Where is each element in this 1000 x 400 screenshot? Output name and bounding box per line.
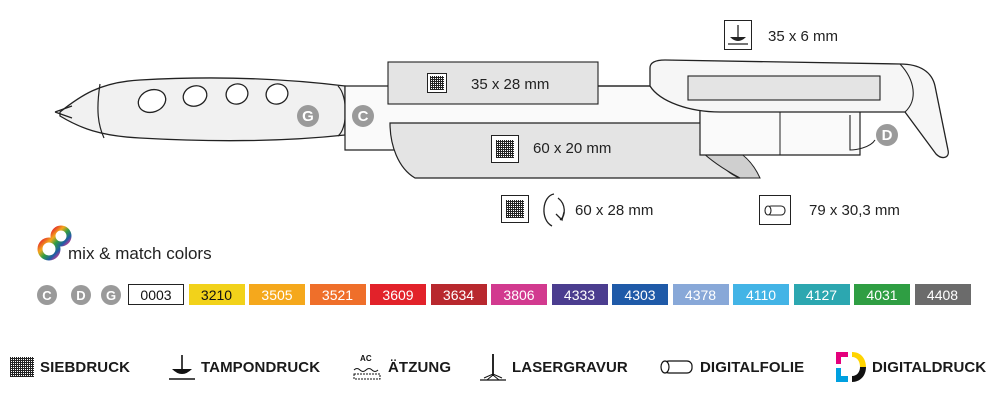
method-label: DIGITALDRUCK [872, 358, 987, 376]
screen-print-icon [8, 355, 36, 379]
laser-icon [480, 354, 506, 381]
color-swatch-4127: 4127 [793, 284, 850, 305]
barrel-dimension: 60 x 20 mm [533, 140, 612, 157]
rotation-icon [543, 193, 565, 227]
method-tampondruck: TAMPONDRUCK [167, 352, 320, 382]
digital-print-icon [836, 352, 866, 382]
top-panel-dimension: 35 x 28 mm [471, 76, 550, 93]
method-siebdruck: SIEBDRUCK [8, 352, 130, 382]
legend-badge-d: D [71, 285, 91, 305]
method-label: ÄTZUNG [388, 358, 452, 376]
method-label: LASERGRAVUR [512, 358, 628, 376]
etching-icon: AC [353, 354, 381, 380]
method-digitaldruck: DIGITALDRUCK [834, 352, 986, 382]
etching-icon-text: AC [360, 354, 372, 363]
color-swatch-4333: 4333 [551, 284, 608, 305]
color-swatch-3505: 3505 [249, 284, 305, 305]
color-swatch-3521: 3521 [309, 284, 366, 305]
badge-grip: G [297, 105, 319, 127]
color-swatch-4378: 4378 [672, 284, 729, 305]
color-swatch-0003: 0003 [128, 284, 184, 305]
screen-print-icon [427, 73, 447, 93]
top-print-area [387, 61, 599, 105]
pad-print-icon [724, 20, 752, 50]
method-label: DIGITALFOLIE [700, 358, 805, 376]
color-swatch-4408: 4408 [914, 284, 971, 305]
method-label: TAMPONDRUCK [201, 358, 321, 376]
legend-badge-c: C [37, 285, 57, 305]
legend-badge-g: G [101, 285, 121, 305]
foil-dimension: 79 x 30,3 mm [809, 202, 900, 219]
screen-print-icon [491, 135, 519, 163]
rotation-dimension: 60 x 28 mm [575, 202, 654, 219]
pad-dimension: 35 x 6 mm [768, 28, 839, 45]
method-label: SIEBDRUCK [40, 358, 131, 376]
color-swatch-3806: 3806 [491, 284, 547, 305]
digital-foil-icon [759, 195, 791, 225]
mix-match-label: mix & match colors [68, 244, 212, 263]
badge-clip: D [876, 124, 898, 146]
color-swatch-4031: 4031 [854, 284, 910, 305]
digital-foil-icon [660, 360, 693, 374]
pad-print-icon [169, 355, 195, 380]
pen-drawing [54, 59, 949, 179]
method-lasergravur: LASERGRAVUR [478, 352, 628, 382]
method-digitalfolie: DIGITALFOLIE [658, 352, 804, 382]
method-aetzung: AC ÄTZUNG [352, 352, 451, 382]
badge-barrel: C [352, 105, 374, 127]
color-swatch-3634: 3634 [430, 284, 487, 305]
clip-print-area [687, 75, 881, 101]
color-swatch-3210: 3210 [188, 284, 245, 305]
color-swatch-4110: 4110 [733, 284, 789, 305]
color-swatch-3609: 3609 [370, 284, 426, 305]
mix-match-icon [37, 225, 72, 261]
screen-print-icon [501, 195, 529, 223]
color-swatch-4303: 4303 [612, 284, 668, 305]
